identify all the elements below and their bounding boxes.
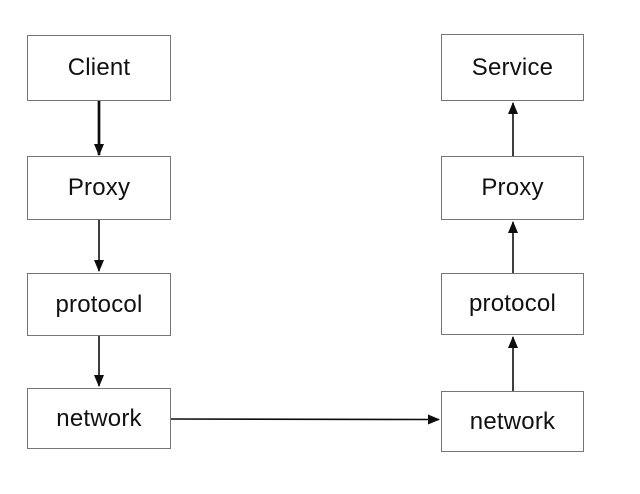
node-network-right: network — [441, 391, 584, 452]
node-client: Client — [27, 35, 171, 101]
node-proxy-left: Proxy — [27, 156, 171, 220]
node-client-label: Client — [67, 54, 131, 81]
node-proxy-right-label: Proxy — [481, 174, 544, 201]
node-protocol-left-label: protocol — [55, 290, 143, 318]
node-network-left-label: network — [56, 404, 142, 432]
node-protocol-left: protocol — [27, 273, 171, 336]
edge-network-to-network — [170, 414, 440, 425]
node-service: Service — [441, 34, 584, 101]
node-network-right-label: network — [469, 407, 556, 435]
node-protocol-right: protocol — [441, 273, 584, 335]
node-service-label: Service — [471, 53, 554, 81]
node-network-left: network — [27, 388, 171, 449]
node-protocol-right-label: protocol — [469, 290, 556, 317]
node-proxy-left-label: Proxy — [67, 174, 131, 201]
node-proxy-right: Proxy — [441, 156, 584, 220]
